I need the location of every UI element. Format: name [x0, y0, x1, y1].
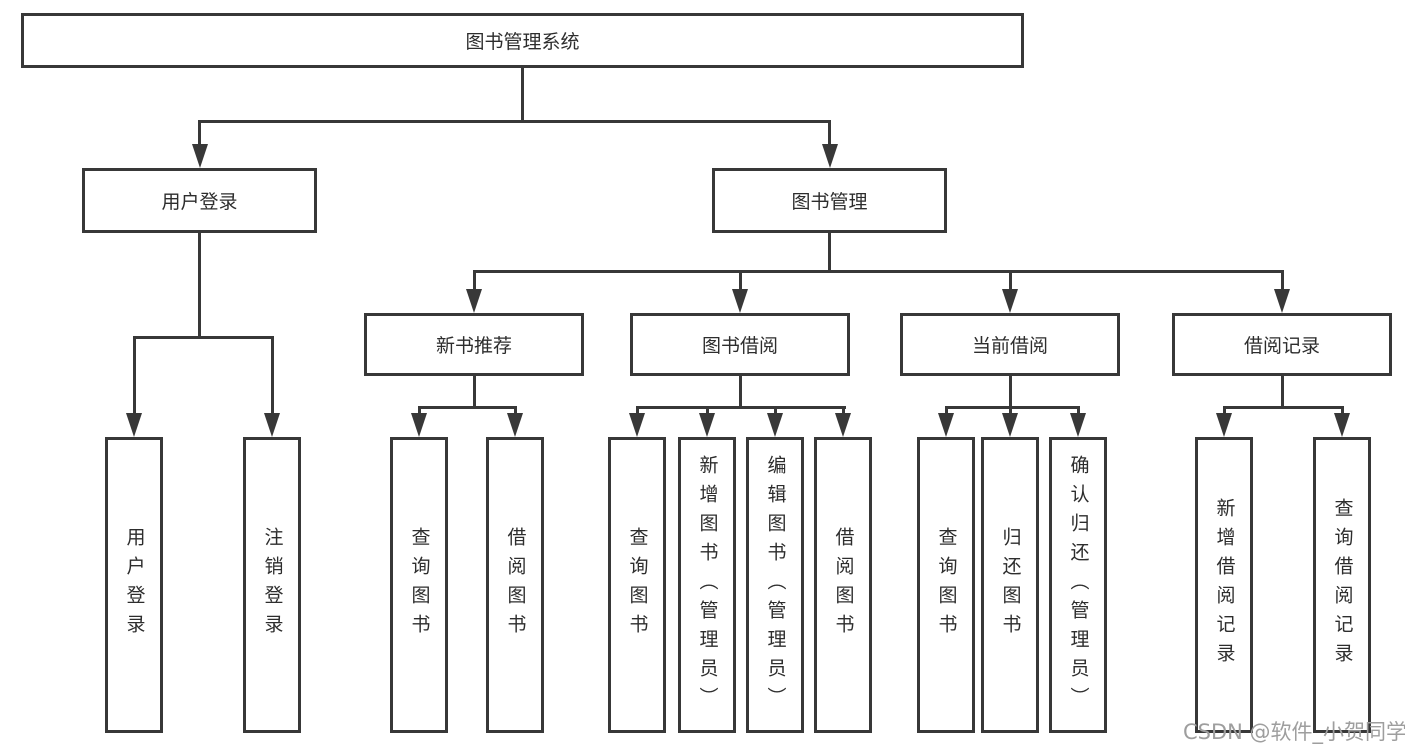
- connector-drop-bb-add: [705, 406, 709, 416]
- node-new-book-rec: 新书推荐: [364, 313, 584, 376]
- node-leaf-br-query: 查询借阅记录: [1313, 437, 1371, 733]
- arrow-down-icon: [732, 289, 748, 313]
- connector-borrow-records-stem: [1280, 376, 1284, 406]
- node-leaf-cb-confirm: 确认归还（管理员）: [1049, 437, 1107, 733]
- connector-drop-nb-query: [417, 406, 421, 416]
- node-leaf-bb-query-label: 查询图书: [626, 527, 649, 643]
- connector-drop-nb-borrow: [513, 406, 517, 416]
- node-leaf-cb-query: 查询图书: [917, 437, 975, 733]
- connector-drop-book-mgmt: [828, 120, 831, 146]
- connector-drop-cb-query: [944, 406, 948, 416]
- connector-user-login-stem: [198, 233, 201, 336]
- node-leaf-user-login: 用户登录: [105, 437, 163, 733]
- node-book-mgmt-label: 图书管理: [791, 191, 868, 213]
- node-leaf-bb-edit-label: 编辑图书（管理员）: [764, 454, 787, 716]
- node-leaf-logout-label: 注销登录: [261, 527, 284, 643]
- arrow-down-icon: [1070, 413, 1086, 437]
- node-leaf-bb-query: 查询图书: [608, 437, 666, 733]
- node-leaf-bb-borrow-label: 借阅图书: [832, 527, 855, 643]
- connector-drop-bb-borrow: [841, 406, 845, 416]
- connector-new-book-rec-rail: [417, 406, 517, 409]
- connector-drop-bb-query: [635, 406, 639, 416]
- node-leaf-cb-return: 归还图书: [981, 437, 1039, 733]
- node-borrow-records: 借阅记录: [1172, 313, 1392, 376]
- connector-drop-cb-return: [1008, 406, 1012, 416]
- connector-current-borrow-rail: [944, 406, 1080, 409]
- arrow-down-icon: [191, 144, 208, 168]
- arrow-down-icon: [264, 413, 280, 437]
- node-leaf-user-login-label: 用户登录: [123, 527, 146, 643]
- node-leaf-cb-return-label: 归还图书: [999, 527, 1022, 643]
- connector-drop-new-book-rec: [472, 270, 476, 292]
- connector-drop-br-add: [1222, 406, 1226, 416]
- arrow-down-icon: [1002, 289, 1018, 313]
- node-book-borrow-label: 图书借阅: [701, 335, 778, 357]
- arrow-down-icon: [835, 413, 851, 437]
- arrow-down-icon: [629, 413, 645, 437]
- connector-drop-br-query: [1340, 406, 1344, 416]
- node-leaf-bb-add: 新增图书（管理员）: [678, 437, 736, 733]
- connector-user-login-rail: [132, 336, 274, 339]
- node-leaf-nb-query-label: 查询图书: [408, 527, 431, 643]
- connector-drop-book-borrow: [738, 270, 742, 292]
- connector-drop-leaf-user-login: [132, 336, 136, 414]
- connector-level1-rail: [198, 120, 831, 123]
- arrow-down-icon: [1274, 289, 1290, 313]
- node-leaf-cb-query-label: 查询图书: [935, 527, 958, 643]
- node-leaf-nb-borrow: 借阅图书: [486, 437, 544, 733]
- connector-drop-current-borrow: [1008, 270, 1012, 292]
- connector-book-mgmt-stem: [828, 233, 831, 270]
- node-leaf-br-query-label: 查询借阅记录: [1331, 498, 1354, 672]
- connector-drop-bb-edit: [773, 406, 777, 416]
- node-current-borrow-label: 当前借阅: [971, 335, 1048, 357]
- connector-borrow-records-rail: [1222, 406, 1344, 409]
- arrow-down-icon: [1002, 413, 1018, 437]
- connector-book-borrow-stem: [738, 376, 742, 406]
- node-leaf-nb-query: 查询图书: [390, 437, 448, 733]
- connector-drop-borrow-records: [1280, 270, 1284, 292]
- arrow-down-icon: [767, 413, 783, 437]
- node-root: 图书管理系统: [21, 13, 1024, 68]
- csdn-watermark: CSDN @软件_小贺同学: [1183, 720, 1405, 744]
- connector-drop-user-login: [198, 120, 201, 146]
- node-leaf-bb-add-label: 新增图书（管理员）: [696, 454, 719, 716]
- arrow-down-icon: [1334, 413, 1350, 437]
- node-leaf-br-add: 新增借阅记录: [1195, 437, 1253, 733]
- node-leaf-bb-edit: 编辑图书（管理员）: [746, 437, 804, 733]
- node-user-login-label: 用户登录: [161, 191, 238, 213]
- connector-new-book-rec-stem: [472, 376, 476, 406]
- connector-book-borrow-rail: [635, 406, 846, 409]
- connector-drop-leaf-logout: [270, 336, 274, 414]
- arrow-down-icon: [938, 413, 954, 437]
- node-leaf-bb-borrow: 借阅图书: [814, 437, 872, 733]
- arrow-down-icon: [1216, 413, 1232, 437]
- node-book-mgmt: 图书管理: [712, 168, 947, 233]
- arrow-down-icon: [466, 289, 482, 313]
- arrow-down-icon: [126, 413, 142, 437]
- connector-root-stem: [521, 68, 524, 120]
- node-leaf-br-add-label: 新增借阅记录: [1213, 498, 1236, 672]
- connector-level2-rail: [472, 270, 1284, 273]
- node-current-borrow: 当前借阅: [900, 313, 1120, 376]
- arrow-down-icon: [411, 413, 427, 437]
- arrow-down-icon: [821, 144, 838, 168]
- arrow-down-icon: [699, 413, 715, 437]
- arrow-down-icon: [507, 413, 523, 437]
- node-borrow-records-label: 借阅记录: [1243, 335, 1320, 357]
- connector-drop-cb-confirm: [1076, 406, 1080, 416]
- node-root-label: 图书管理系统: [465, 31, 580, 53]
- node-leaf-nb-borrow-label: 借阅图书: [504, 527, 527, 643]
- node-leaf-cb-confirm-label: 确认归还（管理员）: [1067, 454, 1090, 716]
- node-user-login: 用户登录: [82, 168, 317, 233]
- connector-current-borrow-stem: [1008, 376, 1012, 406]
- node-leaf-logout: 注销登录: [243, 437, 301, 733]
- node-book-borrow: 图书借阅: [630, 313, 850, 376]
- node-new-book-rec-label: 新书推荐: [435, 335, 512, 357]
